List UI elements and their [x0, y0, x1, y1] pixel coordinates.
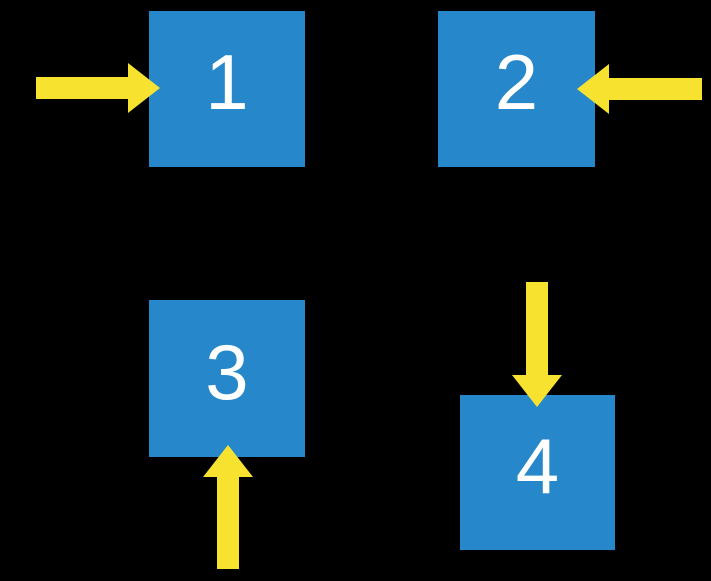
arrow-pointing-left-icon: [577, 64, 702, 114]
square-4[interactable]: 4: [460, 395, 615, 550]
square-3-label: 3: [205, 327, 249, 416]
square-3[interactable]: 3: [149, 300, 305, 457]
arrow-pointing-right-icon: [36, 63, 160, 113]
square-1[interactable]: 1: [149, 11, 305, 167]
square-2[interactable]: 2: [438, 11, 595, 167]
arrow-pointing-down-icon: [512, 282, 562, 407]
square-1-label: 1: [205, 38, 249, 126]
arrow-pointing-up-icon: [203, 445, 253, 569]
square-4-label: 4: [515, 421, 560, 510]
square-2-label: 2: [494, 38, 539, 126]
